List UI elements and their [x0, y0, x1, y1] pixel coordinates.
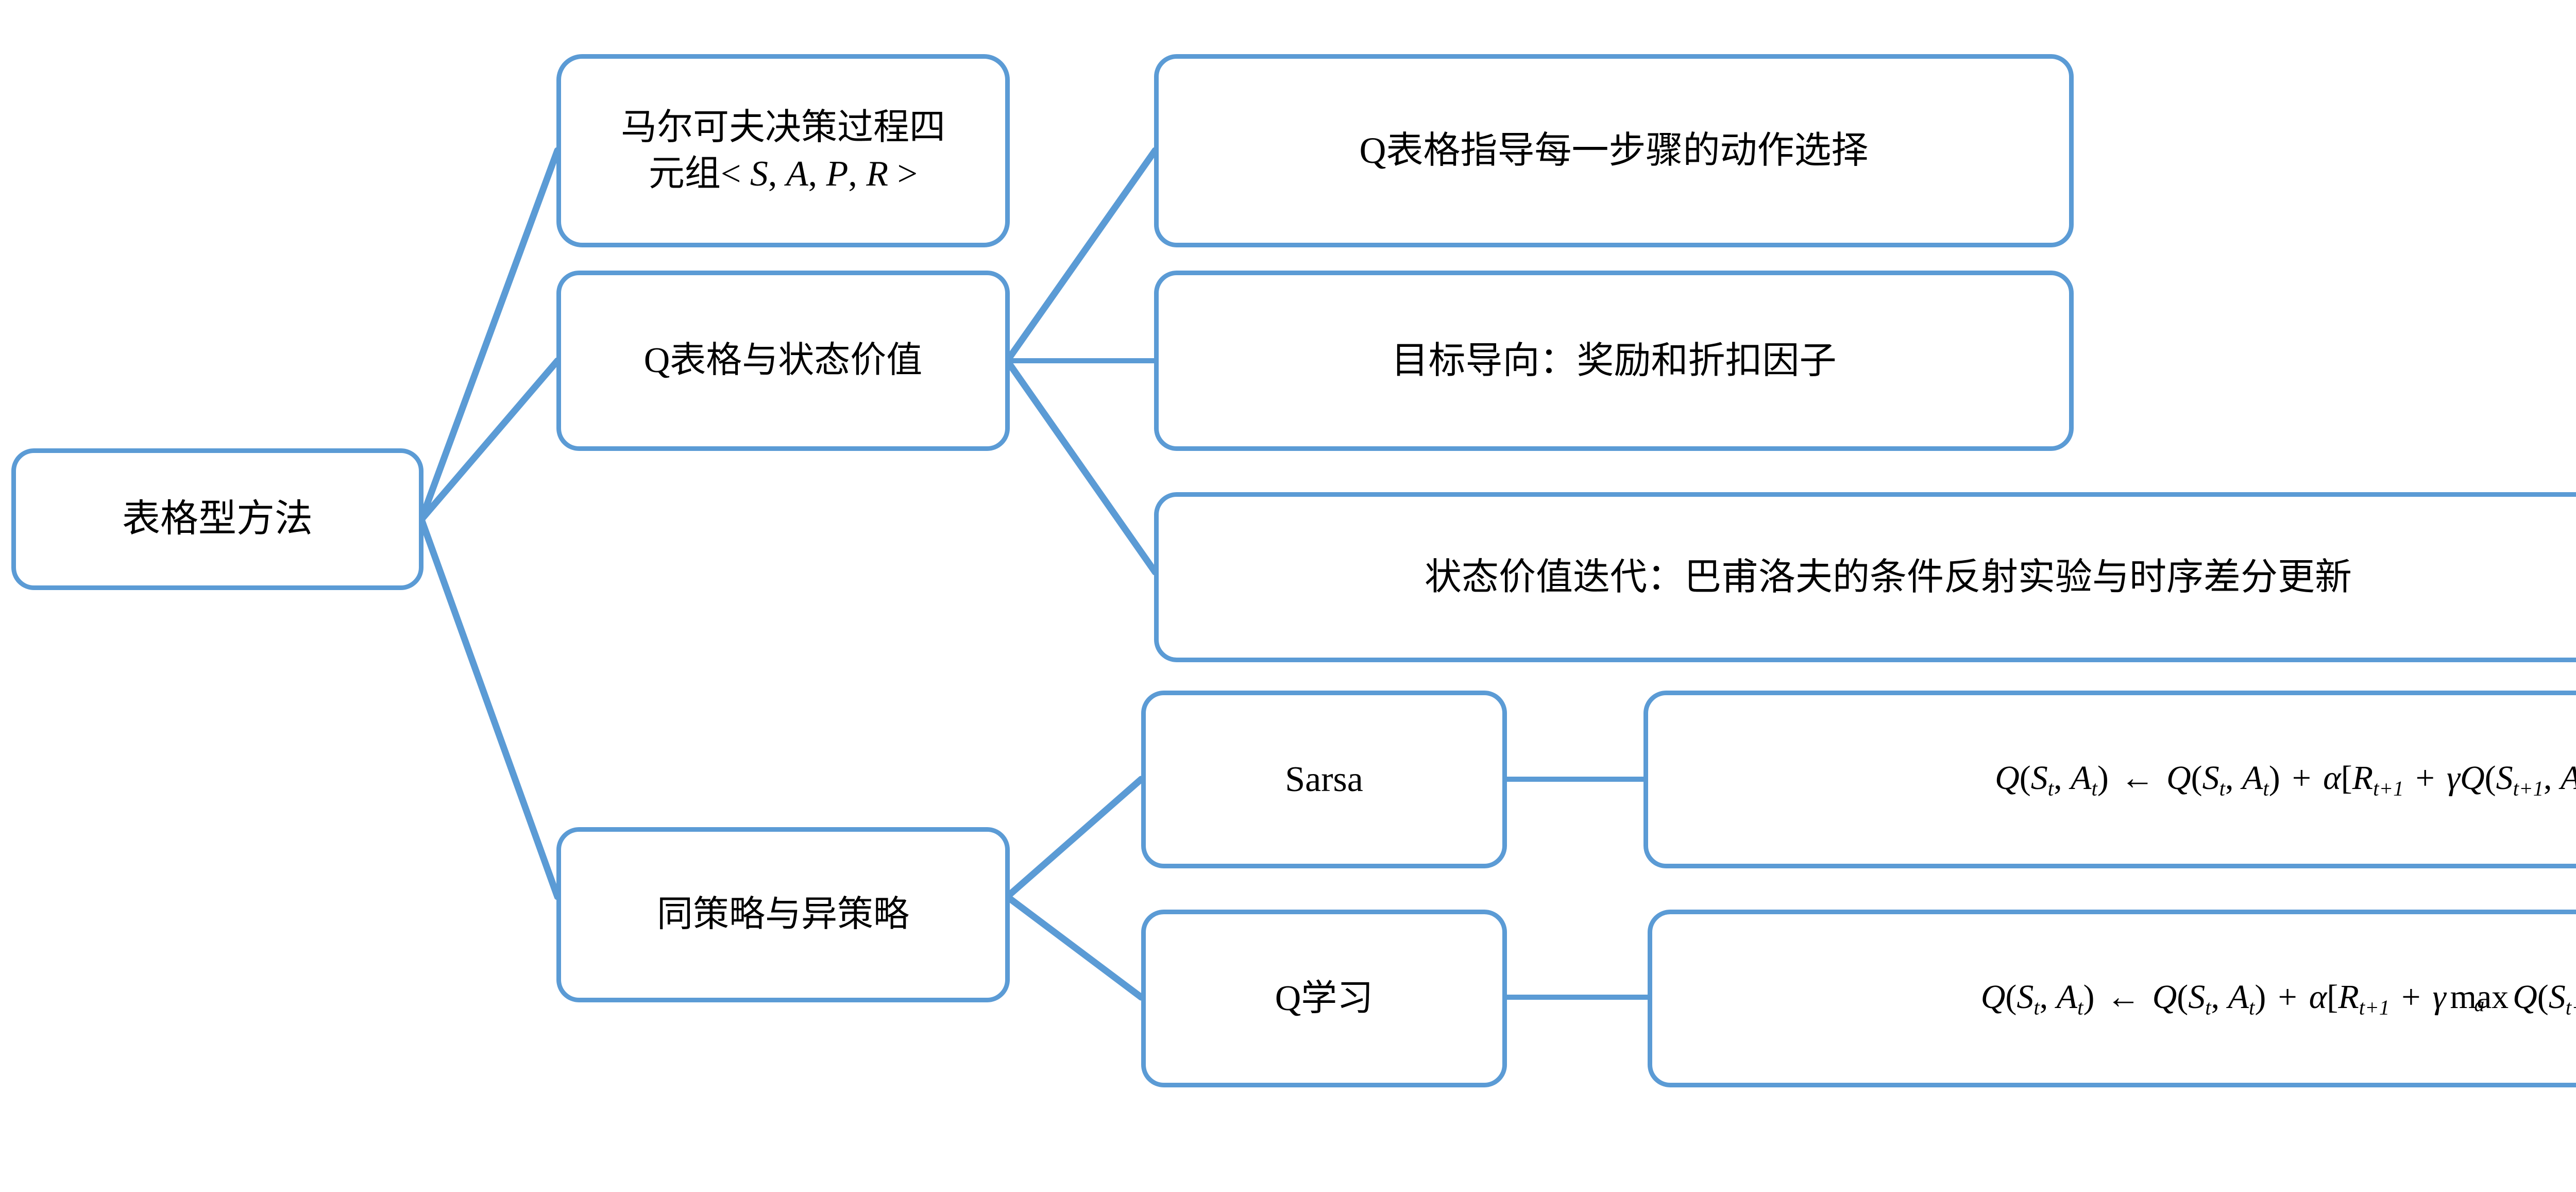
node-root[interactable]: 表格型方法 — [11, 448, 423, 590]
node-sarsa[interactable]: Sarsa — [1141, 691, 1507, 868]
node-goal-oriented-label: 目标导向：奖励和折扣因子 — [1391, 340, 1837, 381]
node-qtable[interactable]: Q表格与状态价值 — [556, 271, 1010, 451]
node-value-iteration[interactable]: 状态价值迭代：巴甫洛夫的条件反射实验与时序差分更新 — [1154, 492, 2576, 662]
node-sarsa-formula[interactable]: Q(St, At) ← Q(St, At) + α[Rt+1 + γQ(St+1… — [1643, 691, 2576, 868]
connector-policy-to-qlearning — [1004, 893, 1145, 1001]
node-mdp[interactable]: 马尔可夫决策过程四 元组< S, A, P, R > — [556, 54, 1010, 247]
node-onoff-policy[interactable]: 同策略与异策略 — [556, 827, 1010, 1002]
connector-root-to-qtable — [418, 357, 561, 523]
connector-policy-to-sarsa — [1004, 776, 1145, 900]
connector-root-to-policy — [418, 516, 561, 900]
connector-qtable-to-q-action-select — [1004, 147, 1159, 364]
node-value-iteration-label: 状态价值迭代：巴甫洛夫的条件反射实验与时序差分更新 — [1424, 556, 2352, 598]
node-onoff-policy-label: 同策略与异策略 — [657, 895, 909, 935]
node-qtable-label: Q表格与状态价值 — [643, 341, 923, 381]
connector-qtable-to-value-iteration — [1004, 357, 1159, 576]
node-mdp-label: 马尔可夫决策过程四 元组< S, A, P, R > — [621, 107, 945, 194]
connector-root-to-mdp — [418, 147, 561, 523]
node-goal-oriented[interactable]: 目标导向：奖励和折扣因子 — [1154, 271, 2074, 451]
node-q-action-select[interactable]: Q表格指导每一步骤的动作选择 — [1154, 54, 2074, 247]
node-q-action-select-label: Q表格指导每一步骤的动作选择 — [1359, 130, 1869, 172]
node-qlearning[interactable]: Q学习 — [1141, 910, 1507, 1087]
node-qlearning-label: Q学习 — [1275, 978, 1374, 1018]
node-root-label: 表格型方法 — [122, 498, 313, 541]
node-sarsa-label: Sarsa — [1285, 759, 1363, 799]
sarsa-formula-text: Q(St, At) ← Q(St, At) + α[Rt+1 + γQ(St+1… — [1995, 759, 2576, 800]
